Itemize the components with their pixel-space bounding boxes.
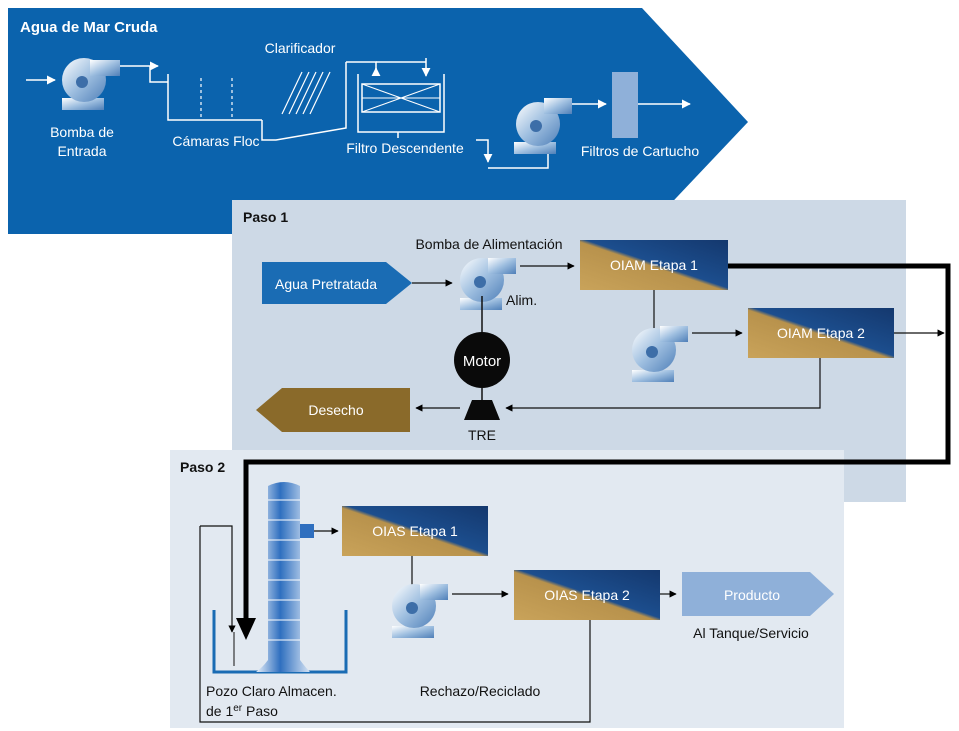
filter-outlet-pipe — [476, 139, 493, 163]
oias-stage2-membrane — [514, 570, 660, 620]
to-tank-label: Al Tanque/Servicio — [693, 625, 809, 641]
storage-column — [256, 482, 314, 672]
intake-pump-label-1: Bomba de — [50, 124, 114, 140]
oias-stage2-label: OIAS Etapa 2 — [544, 587, 630, 603]
floc-chambers — [167, 74, 262, 121]
oiam-stage2-label: OIAM Etapa 2 — [777, 325, 865, 341]
feed-pump-icon — [460, 258, 516, 310]
oiam-stage2-membrane — [748, 308, 894, 358]
floc-chambers-label: Cámaras Floc — [172, 133, 259, 149]
pass1-title: Paso 1 — [243, 209, 288, 225]
pretreatment-banner — [8, 8, 748, 234]
intake-pump-label-2: Entrada — [57, 143, 106, 159]
cartridge-filters-label: Filtros de Cartucho — [581, 143, 699, 159]
clearwell-label-1: Pozo Claro Almacen. — [206, 683, 337, 699]
pass2-pump-icon — [392, 584, 448, 638]
downflow-filter — [346, 58, 445, 138]
motor-icon — [454, 332, 510, 388]
downflow-filter-label: Filtro Descendente — [346, 140, 464, 156]
booster-pump-icon — [514, 98, 572, 154]
feed-pump-label: Bomba de Alimentación — [415, 236, 562, 252]
product-label: Producto — [724, 587, 780, 603]
oiam-stage1-label: OIAM Etapa 1 — [610, 257, 698, 273]
pass2-title: Paso 2 — [180, 459, 225, 475]
clarifier-label: Clarificador — [265, 40, 336, 56]
intake-pump-icon — [62, 58, 120, 110]
pretreated-water-label: Agua Pretratada — [275, 276, 377, 292]
oiam-stage1-membrane — [580, 240, 728, 290]
recycle-return-line — [199, 526, 591, 723]
clarifier — [261, 62, 347, 141]
ert-label: TRE — [468, 427, 496, 443]
pass1-permeate-line — [243, 263, 951, 628]
interstage-pump-icon — [632, 326, 688, 382]
clearwell-label-2: de 1er Paso — [206, 703, 278, 719]
waste-label: Desecho — [308, 402, 363, 418]
pass2-section: Paso 2 OIAS Etapa 1 — [170, 263, 951, 728]
product-box — [682, 572, 834, 616]
pretreatment-section: Agua de Mar Cruda Bomba de Entrada Cámar… — [8, 8, 748, 234]
pretreated-water-box — [262, 262, 412, 304]
brine-return-line — [505, 358, 821, 412]
ert-icon — [464, 400, 500, 420]
reject-recycle-label: Rechazo/Reciclado — [420, 683, 541, 699]
waste-box — [256, 388, 410, 432]
oias-stage1-membrane — [342, 506, 488, 556]
oias-stage1-label: OIAS Etapa 1 — [372, 523, 458, 539]
cartridge-filter — [612, 72, 638, 138]
pretreatment-title: Agua de Mar Cruda — [20, 19, 158, 36]
motor-label: Motor — [463, 353, 501, 370]
floc-inlet-pipe — [149, 66, 168, 83]
pass1-permeate-arrowhead — [236, 618, 256, 640]
recycle-inlet-line — [200, 525, 236, 633]
feed-short-label: Alim. — [506, 292, 537, 308]
